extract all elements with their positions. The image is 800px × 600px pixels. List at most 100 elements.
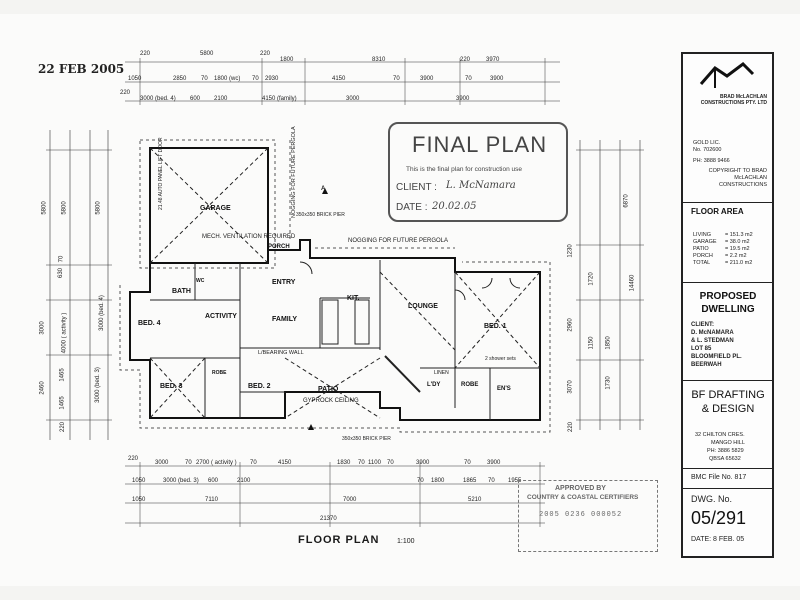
room-robe: ROBE — [461, 382, 479, 388]
title-block: BRAD McLACHLAN CONSTRUCTIONS PTY. LTD GO… — [681, 52, 774, 558]
dim-bot-r2-8: 70 — [488, 478, 495, 484]
room-patio: PATIO — [318, 386, 339, 393]
room-ensuite: EN'S — [497, 386, 511, 392]
brick-pier-top-note: 350x350 BRICK PIER — [296, 212, 345, 218]
dim-top-r2-4: 1800 (wc) — [214, 76, 241, 82]
dim-bot-r1-4: 2700 ( activity ) — [196, 460, 237, 466]
area-garage-value: = 38.0 m2 — [725, 239, 750, 245]
dim-bot-r1-8: 70 — [358, 460, 365, 466]
dim-right-1: 6870 — [623, 194, 630, 208]
room-bed3: BED. 3 — [160, 383, 183, 390]
dim-bot-r1-10: 70 — [387, 460, 394, 466]
final-plan-line: This is the final plan for construction … — [406, 166, 522, 173]
dim-bot-r2-3: 600 — [208, 478, 219, 484]
dim-bot-r3-3: 7000 — [343, 497, 357, 503]
area-total-label: TOTAL — [693, 260, 711, 266]
dim-top-r3-7: 3900 — [456, 96, 470, 102]
dim-bot-r1-3: 70 — [185, 460, 192, 466]
dim-right-4: 1720 — [588, 272, 595, 286]
dim-top-6: 220 — [460, 57, 471, 63]
room-wc: WC — [196, 278, 205, 284]
dim-top-r3-3: 600 — [190, 96, 201, 102]
dim-left-5: 630 — [58, 267, 65, 279]
dim-bot-r1-9: 1100 — [368, 460, 381, 466]
bmc-file-no: BMC File No. 817 — [691, 474, 747, 481]
drawing-scale: 1:100 — [397, 538, 415, 545]
dim-right-3: 1230 — [567, 244, 574, 258]
room-kitchen: KIT. — [347, 295, 360, 302]
area-porch-label: PORCH — [693, 253, 713, 259]
lic-no: No. 702600 — [693, 147, 722, 153]
drawing-date: DATE: 8 FEB. 05 — [691, 536, 745, 543]
room-entry: ENTRY — [272, 279, 296, 286]
dim-bot-overall: 21370 — [320, 516, 337, 522]
dim-left-6: 3000 — [39, 321, 46, 335]
final-plan-date-label: DATE : — [396, 202, 428, 213]
drawing-sheet — [0, 14, 800, 586]
dim-top-4: 1800 — [280, 57, 294, 63]
nogging-top-note: NOGGING FOR FUTURE PERGOLA — [348, 238, 449, 244]
drafter-line-1: 32 CHILTON CRES. — [695, 432, 745, 438]
dim-bot-r2-5: 70 — [417, 478, 424, 484]
dim-bot-r1-13: 3900 — [487, 460, 501, 466]
dim-bot-r2-4: 2100 — [237, 478, 251, 484]
area-living-label: LIVING — [693, 232, 712, 238]
copyright-note: COPYRIGHT TO BRAD McLACHLAN CONSTRUCTION… — [708, 168, 767, 188]
drafter-line-4: QBSA 65632 — [709, 456, 741, 462]
dim-top-r2-5: 70 — [252, 76, 259, 82]
dim-bot-r1-7: 1830 — [337, 460, 351, 466]
dim-left-1: 5800 — [41, 201, 48, 215]
area-living-value: = 151.3 m2 — [725, 232, 753, 238]
section-marker-a: A — [321, 186, 326, 192]
mech-ventilation-note: MECH. VENTILATION REQUIRED — [202, 234, 296, 240]
gold-lic: GOLD LIC. — [693, 140, 721, 146]
dim-top-r2-3: 70 — [201, 76, 208, 82]
drafter-line-2: MANGO HILL — [711, 440, 745, 446]
dim-bot-r2-1: 1050 — [132, 478, 146, 484]
final-plan-client-signature: L. McNamara — [446, 180, 516, 191]
dim-bot-r1-6: 4150 — [278, 460, 292, 466]
proposed-divider — [683, 282, 772, 283]
dim-top-r2-1: 1050 — [128, 76, 142, 82]
dim-top-r2-7: 4150 — [332, 76, 346, 82]
area-garage-label: GARAGE — [693, 239, 717, 245]
room-bed4: BED. 4 — [138, 320, 161, 327]
drafter-divider — [683, 380, 772, 381]
dwg-label: DWG. No. — [691, 494, 733, 504]
dim-left-12: 1465 — [59, 396, 66, 410]
dim-right-5: 2960 — [567, 318, 574, 332]
area-total-value: = 211.0 m2 — [725, 260, 753, 266]
dwg-number: 05/291 — [691, 508, 747, 528]
company-logo-icon — [699, 62, 755, 88]
brick-pier-bottom-note: 350x350 BRICK PIER — [342, 436, 391, 442]
drawing-title: FLOOR PLAN — [298, 534, 380, 546]
dim-left-4: 70 — [58, 255, 65, 263]
drafter-name: BF DRAFTING & DESIGN — [691, 389, 765, 415]
floor-area-heading: FLOOR AREA — [691, 207, 744, 216]
dim-top-r3-1: 220 — [120, 90, 131, 96]
final-plan-stamp: FINAL PLAN This is the final plan for co… — [388, 122, 568, 222]
dim-top-r3-5: 4150 (family) — [262, 96, 297, 102]
approved-line-2: COUNTRY & COASTAL CERTIFIERS — [527, 494, 639, 501]
dim-top-r2-6: 2930 — [265, 76, 279, 82]
dim-bot-r3-4: 5210 — [468, 497, 482, 503]
area-patio-value: = 19.5 m2 — [725, 246, 750, 252]
final-plan-title: FINAL PLAN — [412, 132, 548, 157]
client-line-5: BEERWAH — [691, 362, 722, 368]
dim-bot-r1-1: 220 — [128, 456, 139, 462]
dim-top-r3-6: 3000 — [346, 96, 360, 102]
approved-line-1: APPROVED BY — [555, 485, 606, 492]
dim-left-9: 3000 (bed. 3) — [94, 367, 101, 403]
dim-top-2: 5800 — [200, 51, 214, 57]
dim-bot-r1-5: 70 — [250, 460, 257, 466]
dim-top-3: 220 — [260, 51, 271, 57]
dim-right-9: 1730 — [605, 376, 612, 390]
dim-top-r2-10: 70 — [465, 76, 472, 82]
drafter-line-3: PH: 3886 5829 — [707, 448, 744, 454]
dim-top-1: 220 — [140, 51, 151, 57]
dim-top-r3-4: 2100 — [214, 96, 228, 102]
client-line-1: D. McNAMARA — [691, 330, 734, 336]
dim-bot-r2-6: 1800 — [431, 478, 445, 484]
company-name: BRAD McLACHLAN CONSTRUCTIONS PTY. LTD — [700, 94, 767, 106]
